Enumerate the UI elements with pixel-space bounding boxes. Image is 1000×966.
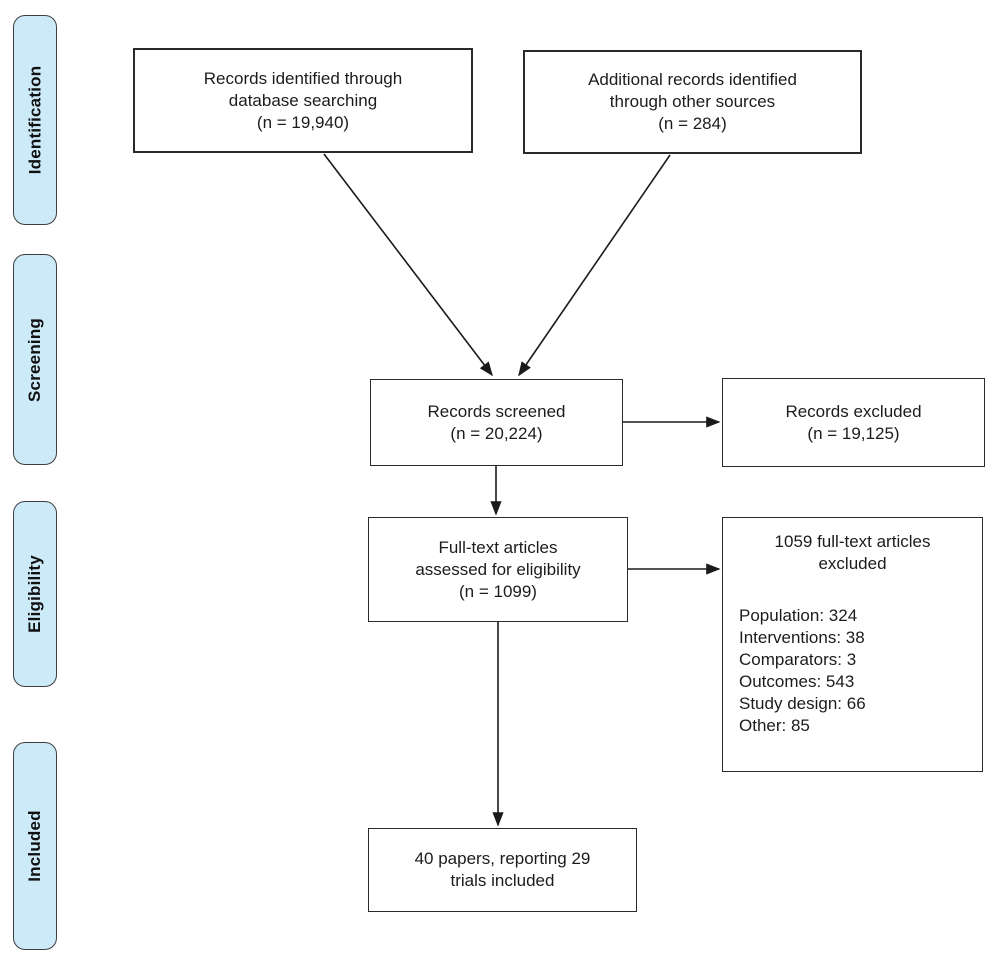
box-fulltext-excluded: 1059 full-text articles excluded Populat… [722, 517, 983, 772]
fulltext-excluded-heading: 1059 full-text articles excluded [774, 532, 931, 573]
stage-label-eligibility: Eligibility [13, 501, 57, 687]
stage-label-screening-text: Screening [25, 317, 44, 402]
exclusion-reason-population: Population: 324 [739, 606, 858, 625]
stage-label-eligibility-text: Eligibility [25, 555, 45, 633]
stage-label-included-text: Included [25, 810, 44, 882]
box-records-screened: Records screened (n = 20,224) [370, 379, 623, 466]
box-records-identified: Records identified through database sear… [133, 48, 473, 153]
exclusion-reason-other: Other: 85 [739, 716, 810, 735]
arrow-additional-to-screened [518, 154, 671, 377]
box-fulltext-assessed: Full-text articles assessed for eligibil… [368, 517, 628, 622]
stage-label-identification-text: Identification [25, 65, 45, 175]
exclusion-reason-study-design: Study design: 66 [739, 694, 866, 713]
box-additional-records: Additional records identified through ot… [523, 50, 862, 154]
stage-label-screening: Screening [13, 254, 57, 465]
stage-label-identification: Identification [13, 15, 57, 225]
exclusion-reason-outcomes: Outcomes: 543 [739, 672, 855, 691]
exclusion-reason-comparators: Comparators: 3 [739, 650, 857, 669]
fulltext-excluded-reasons: Population: 324 Interventions: 38 Compar… [723, 605, 982, 737]
stage-label-included: Included [13, 742, 57, 950]
arrow-identified-to-screened [323, 153, 493, 377]
exclusion-reason-interventions: Interventions: 38 [739, 628, 865, 647]
box-included-papers: 40 papers, reporting 29 trials included [368, 828, 637, 912]
box-records-excluded: Records excluded (n = 19,125) [722, 378, 985, 467]
